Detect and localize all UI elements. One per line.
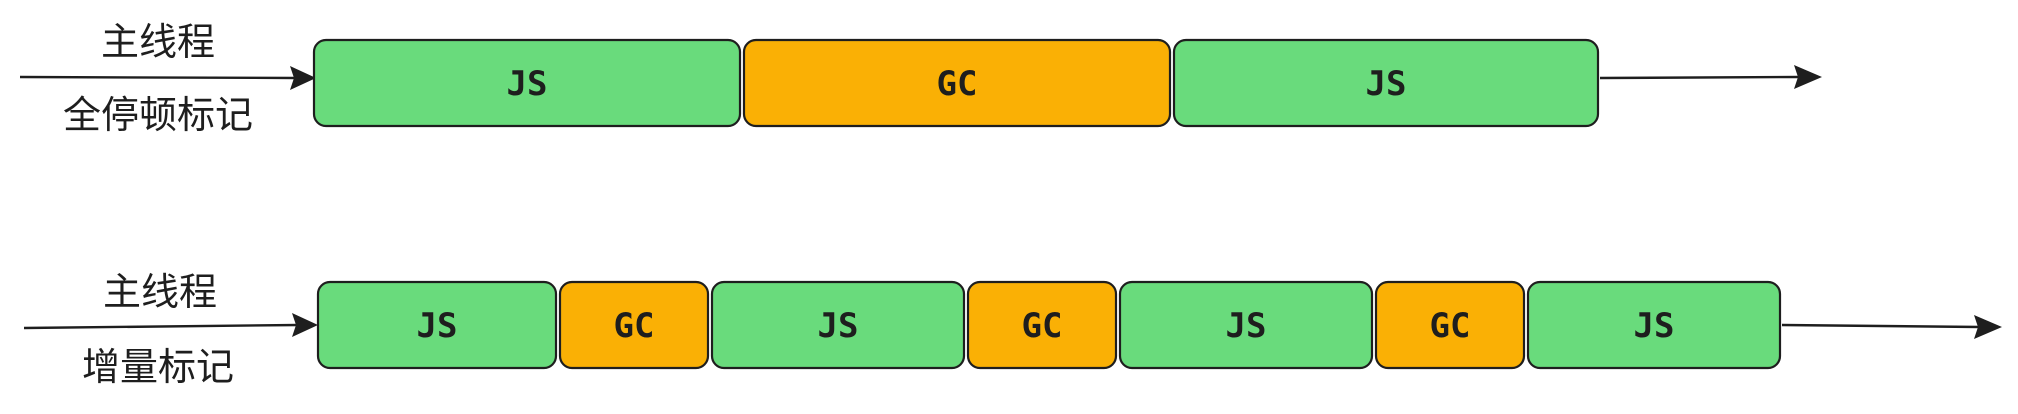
row-2-outgoing-arrow-head bbox=[1974, 315, 2002, 339]
row-2-mode-label: 增量标记 bbox=[82, 345, 234, 389]
row-2-block-2: GC bbox=[558, 280, 710, 370]
row-2-block-4: GC bbox=[966, 280, 1118, 370]
row-incremental: 主线程 增量标记 JS GC JS GC JS GC J bbox=[23, 270, 2002, 389]
row-2-block-3-label: JS bbox=[818, 306, 859, 346]
row-2-block-2-rect bbox=[558, 280, 710, 370]
row-2-block-7-label: JS bbox=[1634, 306, 1675, 346]
row-2-block-2-label: GC bbox=[614, 306, 655, 346]
row-2-incoming-arrow-line bbox=[23, 323, 299, 330]
row-2-block-4-rect bbox=[966, 280, 1118, 370]
row-2-incoming-arrow-head bbox=[292, 313, 318, 337]
row-1-thread-label: 主线程 bbox=[101, 20, 215, 64]
row-2-outgoing-arrow-line bbox=[1781, 323, 1981, 329]
row-1-block-3: JS bbox=[1172, 38, 1600, 128]
row-2-block-5-label: JS bbox=[1226, 306, 1267, 346]
row-1-block-2: GC bbox=[742, 38, 1172, 128]
row-1-block-1-label: JS bbox=[507, 64, 548, 104]
row-2-block-6-label: GC bbox=[1430, 306, 1471, 346]
row-2-block-1: JS bbox=[316, 280, 558, 370]
row-2-block-6-rect bbox=[1374, 280, 1526, 370]
row-1-mode-label: 全停顿标记 bbox=[63, 93, 253, 137]
row-1-block-2-label: GC bbox=[937, 64, 978, 104]
row-1-incoming-arrow-line bbox=[19, 75, 297, 80]
row-1-block-3-label: JS bbox=[1366, 64, 1407, 104]
row-1-outgoing-arrow-line bbox=[1599, 75, 1801, 80]
row-2-block-7-rect bbox=[1526, 280, 1782, 370]
row-2-block-1-label: JS bbox=[417, 306, 458, 346]
row-1-incoming-arrow-head bbox=[290, 66, 316, 90]
row-2-block-4-label: GC bbox=[1022, 306, 1063, 346]
row-2-block-1-rect bbox=[316, 280, 558, 370]
row-full-pause: 主线程 全停顿标记 JS GC JS bbox=[19, 20, 1822, 137]
row-1-block-1-rect bbox=[312, 38, 742, 128]
row-1-outgoing-arrow-head bbox=[1794, 65, 1822, 89]
row-1-block-1: JS bbox=[312, 38, 742, 128]
row-2-block-7: JS bbox=[1526, 280, 1782, 370]
row-1-block-3-rect bbox=[1172, 38, 1600, 128]
row-2-thread-label: 主线程 bbox=[103, 270, 217, 314]
row-2-block-3: JS bbox=[710, 280, 966, 370]
row-2-block-5: JS bbox=[1118, 280, 1374, 370]
row-2-block-5-rect bbox=[1118, 280, 1374, 370]
row-1-block-2-rect bbox=[742, 38, 1172, 128]
row-2-block-6: GC bbox=[1374, 280, 1526, 370]
row-2-block-3-rect bbox=[710, 280, 966, 370]
